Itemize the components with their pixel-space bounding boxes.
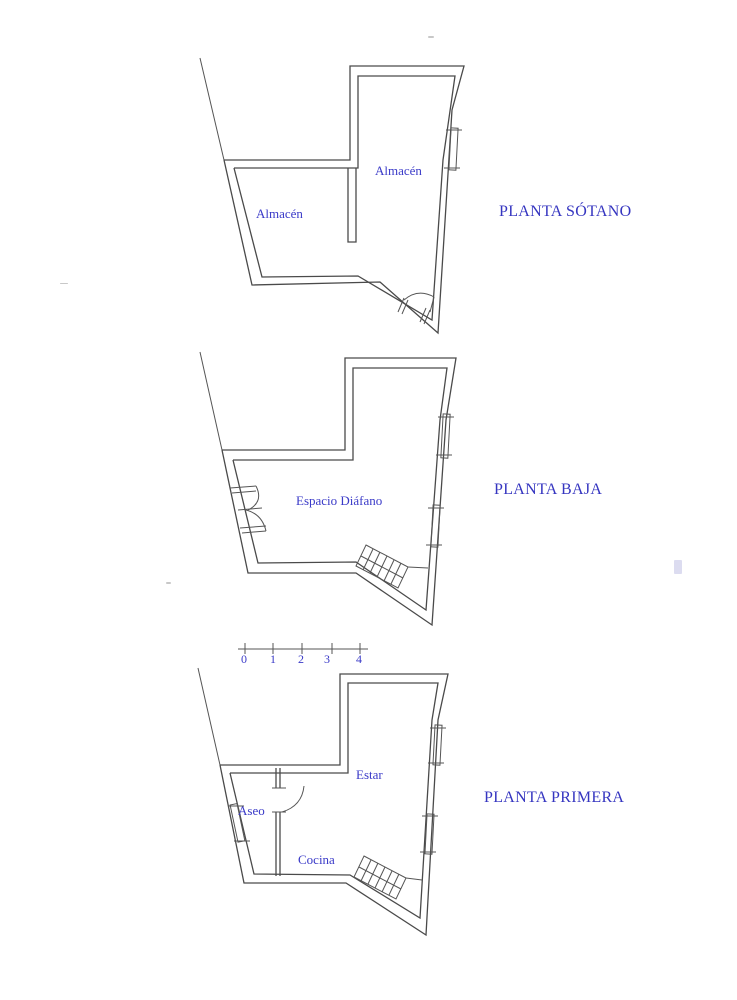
plan-primera-walls [197, 667, 449, 937]
room-label-estar: Estar [356, 767, 383, 782]
stairs-primera [353, 855, 423, 900]
plan-title-primera: PLANTA PRIMERA [484, 789, 625, 806]
scale-tick-1: 1 [270, 652, 276, 666]
room-label-aseo: Aseo [238, 803, 265, 818]
plan-title-baja: PLANTA BAJA [494, 481, 603, 498]
scale-bar [238, 643, 368, 654]
stairs-baja [355, 544, 429, 589]
room-label-almacen-left: Almacén [256, 206, 303, 221]
plan-title-sotano: PLANTA SÓTANO [499, 203, 632, 220]
room-label-almacen-right: Almacén [375, 163, 422, 178]
scan-speck [60, 283, 68, 284]
scan-speck [166, 582, 171, 584]
scale-tick-4: 4 [356, 652, 362, 666]
room-label-cocina: Cocina [298, 852, 335, 867]
room-label-espacio-diafano: Espacio Diáfano [296, 493, 383, 508]
plan-sotano-walls [199, 57, 465, 335]
plan-baja-walls [199, 351, 457, 627]
scale-tick-2: 2 [298, 652, 304, 666]
scan-speck [674, 560, 682, 574]
scale-tick-0: 0 [241, 652, 247, 666]
scan-speck [428, 36, 434, 38]
scale-tick-3: 3 [324, 652, 330, 666]
